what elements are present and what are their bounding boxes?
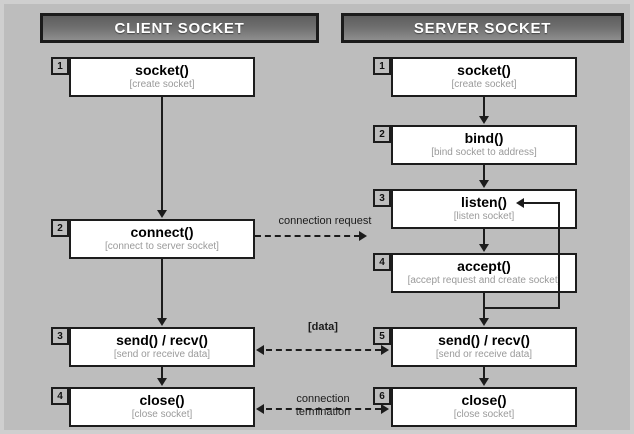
data-exchange-arrow-right [381,345,389,355]
server-step-send-recv: 5 send() / recv() [send or receive data] [373,327,577,367]
client-step-send-recv: 3 send() / recv() [send or receive data] [51,327,255,367]
client-step-2-badge: 2 [51,219,69,237]
server-step-3-subtitle: [listen socket] [453,211,515,223]
client-step-4-subtitle: [close socket] [131,409,193,421]
server-step-3-badge: 3 [373,189,391,207]
server-step-1-badge: 1 [373,57,391,75]
server-step-bind: 2 bind() [bind socket to address] [373,125,577,165]
server-connector-accept-to-send-line [483,293,485,319]
server-step-accept: 4 accept() [accept request and create so… [373,253,577,293]
server-step-listen: 3 listen() [listen socket] [373,189,577,229]
server-column-header: SERVER SOCKET [341,13,624,43]
client-connector-send-to-close-arrow [157,378,167,386]
server-connector-bind-to-listen-line [483,165,485,181]
client-step-socket: 1 socket() [create socket] [51,57,255,97]
client-step-2-title: connect() [130,223,194,240]
client-connector-connect-to-send-arrow [157,318,167,326]
client-connector-send-to-close-line [161,367,163,379]
server-connector-accept-to-send-arrow [479,318,489,326]
server-step-close: 6 close() [close socket] [373,387,577,427]
connection-request-label: connection request [278,215,372,227]
server-step-6-title: close() [461,391,507,408]
data-exchange-dashed-line [266,349,381,351]
server-step-2-badge: 2 [373,125,391,143]
connection-termination-arrow-left [256,404,264,414]
server-step-3-title: listen() [461,193,507,210]
server-loopback-top-segment [524,202,560,204]
server-loopback-bottom-segment [483,307,560,309]
client-connector-socket-to-connect-line [161,97,163,211]
server-connector-listen-to-accept-arrow [479,244,489,252]
server-step-6-subtitle: [close socket] [453,409,515,421]
client-connector-connect-to-send-line [161,259,163,319]
server-step-socket: 1 socket() [create socket] [373,57,577,97]
server-step-1-title: socket() [457,61,511,78]
server-step-4-badge: 4 [373,253,391,271]
client-step-1-badge: 1 [51,57,69,75]
server-connector-listen-to-accept-line [483,229,485,245]
server-connector-send-to-close-arrow [479,378,489,386]
server-connector-send-to-close-line [483,367,485,379]
server-loopback-arrow-into-listen [516,198,524,208]
server-connector-bind-to-listen-arrow [479,180,489,188]
server-connector-socket-to-bind-arrow [479,116,489,124]
server-step-5-badge: 5 [373,327,391,345]
server-step-2-subtitle: [bind socket to address] [431,147,537,159]
client-step-3-badge: 3 [51,327,69,345]
connection-termination-arrow-right [381,404,389,414]
client-step-1-title: socket() [135,61,189,78]
connection-termination-label: connection termination [295,393,351,418]
client-connector-socket-to-connect-arrow [157,210,167,218]
server-step-6-badge: 6 [373,387,391,405]
data-exchange-arrow-left [256,345,264,355]
server-step-4-subtitle: [accept request and create socket] [407,275,561,287]
client-step-connect: 2 connect() [connect to server socket] [51,219,255,259]
client-step-3-subtitle: [send or receive data] [113,349,211,361]
client-step-4-badge: 4 [51,387,69,405]
server-loopback-right-segment [558,202,560,309]
server-step-4-title: accept() [457,257,511,274]
connection-termination-dashed-line [266,408,381,410]
connection-request-arrow [359,231,367,241]
server-step-2-title: bind() [464,129,504,146]
server-step-1-subtitle: [create socket] [451,79,517,91]
client-step-2-subtitle: [connect to server socket] [105,241,219,253]
client-step-1-subtitle: [create socket] [129,79,195,91]
data-exchange-label: [data] [308,321,338,333]
server-step-5-subtitle: [send or receive data] [435,349,533,361]
connection-request-dashed-line [255,235,360,237]
client-step-3-title: send() / recv() [116,331,208,348]
client-column-header: CLIENT SOCKET [40,13,319,43]
client-step-4-title: close() [139,391,185,408]
server-step-5-title: send() / recv() [438,331,530,348]
server-connector-socket-to-bind-line [483,97,485,117]
client-step-close: 4 close() [close socket] [51,387,255,427]
